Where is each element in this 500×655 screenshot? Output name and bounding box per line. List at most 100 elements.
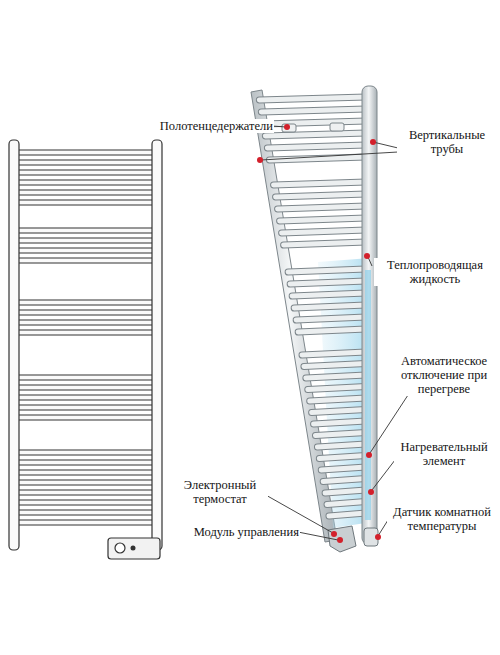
cross-bar	[325, 490, 366, 493]
front-bar	[18, 385, 153, 390]
front-bar	[18, 320, 153, 325]
front-bar	[18, 510, 153, 515]
cross-bar	[308, 387, 366, 390]
cross-bar	[292, 293, 366, 296]
leader-lines	[261, 126, 410, 540]
callout-dots	[257, 124, 381, 543]
front-bar	[18, 170, 153, 175]
bar-outline	[290, 281, 366, 284]
cross-bar	[306, 375, 366, 378]
bar-outline	[321, 467, 366, 470]
cross-bar	[284, 242, 366, 245]
bar-outline	[276, 194, 366, 197]
front-bar	[18, 470, 153, 475]
front-bar	[18, 300, 153, 305]
bar-outline	[294, 305, 366, 308]
bar-outline	[280, 218, 366, 221]
right-vertical-tube	[362, 86, 377, 544]
cross-bar	[314, 421, 366, 424]
bar-outline	[304, 364, 366, 367]
cross-bar	[294, 305, 366, 308]
bar-outline	[316, 433, 366, 436]
part-label: Модуль управления	[178, 525, 300, 539]
bar-outline	[274, 182, 366, 185]
part-label: Полотенцедержатели	[130, 119, 274, 133]
front-bar	[18, 248, 153, 253]
perspective-view	[251, 86, 378, 552]
cross-bar	[323, 479, 366, 482]
bar-outline	[284, 242, 366, 245]
heating-element	[365, 270, 371, 520]
cross-bar	[304, 364, 366, 367]
cross-bar	[316, 433, 366, 436]
front-bars	[18, 150, 153, 525]
part-label: Нагревательный элемент	[394, 440, 494, 468]
cross-bars	[259, 97, 366, 516]
cross-bar	[282, 230, 366, 233]
bar-outline	[306, 375, 366, 378]
bar-outline	[302, 352, 366, 355]
bar-outline	[310, 398, 366, 401]
front-bar	[18, 375, 153, 380]
front-left-tube	[9, 140, 19, 550]
part-label: Датчик комнатной температуры	[387, 505, 497, 533]
cross-bar	[267, 145, 366, 148]
bar-outline	[298, 329, 366, 332]
bar-outline	[282, 230, 366, 233]
front-bar	[18, 160, 153, 165]
cross-bar	[278, 206, 366, 209]
cross-bar	[265, 133, 366, 136]
cross-bar	[288, 269, 366, 272]
bar-outline	[308, 387, 366, 390]
cross-bar	[280, 218, 366, 221]
front-bar	[18, 450, 153, 455]
front-bar	[18, 190, 153, 195]
cross-bar	[296, 317, 366, 320]
cross-bar	[312, 410, 366, 413]
part-label: Вертикальные трубы	[397, 128, 497, 156]
front-bar	[18, 258, 153, 263]
bar-outline	[329, 513, 366, 516]
front-control-module	[108, 538, 160, 559]
cross-bar	[274, 182, 366, 185]
bar-outline	[265, 133, 366, 136]
front-bar	[18, 480, 153, 485]
bar-outline	[323, 479, 366, 482]
bar-outline	[261, 109, 366, 112]
cross-bar	[261, 109, 366, 112]
bar-outline	[278, 206, 366, 209]
front-bar	[18, 500, 153, 505]
front-bar	[18, 415, 153, 420]
bar-outline	[312, 410, 366, 413]
bar-outline	[317, 444, 366, 447]
front-bar	[18, 150, 153, 155]
bar-outline	[314, 421, 366, 424]
front-bar	[18, 330, 153, 335]
cross-bar	[259, 97, 366, 100]
cross-bar	[263, 121, 366, 124]
bar-outline	[259, 97, 366, 100]
bar-outline	[263, 121, 366, 124]
cross-bar	[310, 398, 366, 401]
cross-bar	[302, 352, 366, 355]
bar-outline	[319, 456, 366, 459]
front-bar	[18, 310, 153, 315]
bar-outline	[325, 490, 366, 493]
control-knob	[115, 543, 125, 553]
towel-holder	[330, 123, 344, 131]
front-bar	[18, 520, 153, 525]
bar-outline	[267, 145, 366, 148]
front-view	[9, 140, 162, 559]
front-right-tube	[152, 140, 162, 550]
front-bar	[18, 490, 153, 495]
part-label: Теплопроводящая жидкость	[374, 258, 496, 286]
cross-bar	[329, 513, 366, 516]
bar-outline	[288, 269, 366, 272]
cross-bar	[298, 329, 366, 332]
bar-outline	[292, 293, 366, 296]
cross-bar	[321, 467, 366, 470]
front-bar	[18, 200, 153, 205]
front-bar	[18, 228, 153, 233]
front-bar	[18, 405, 153, 410]
